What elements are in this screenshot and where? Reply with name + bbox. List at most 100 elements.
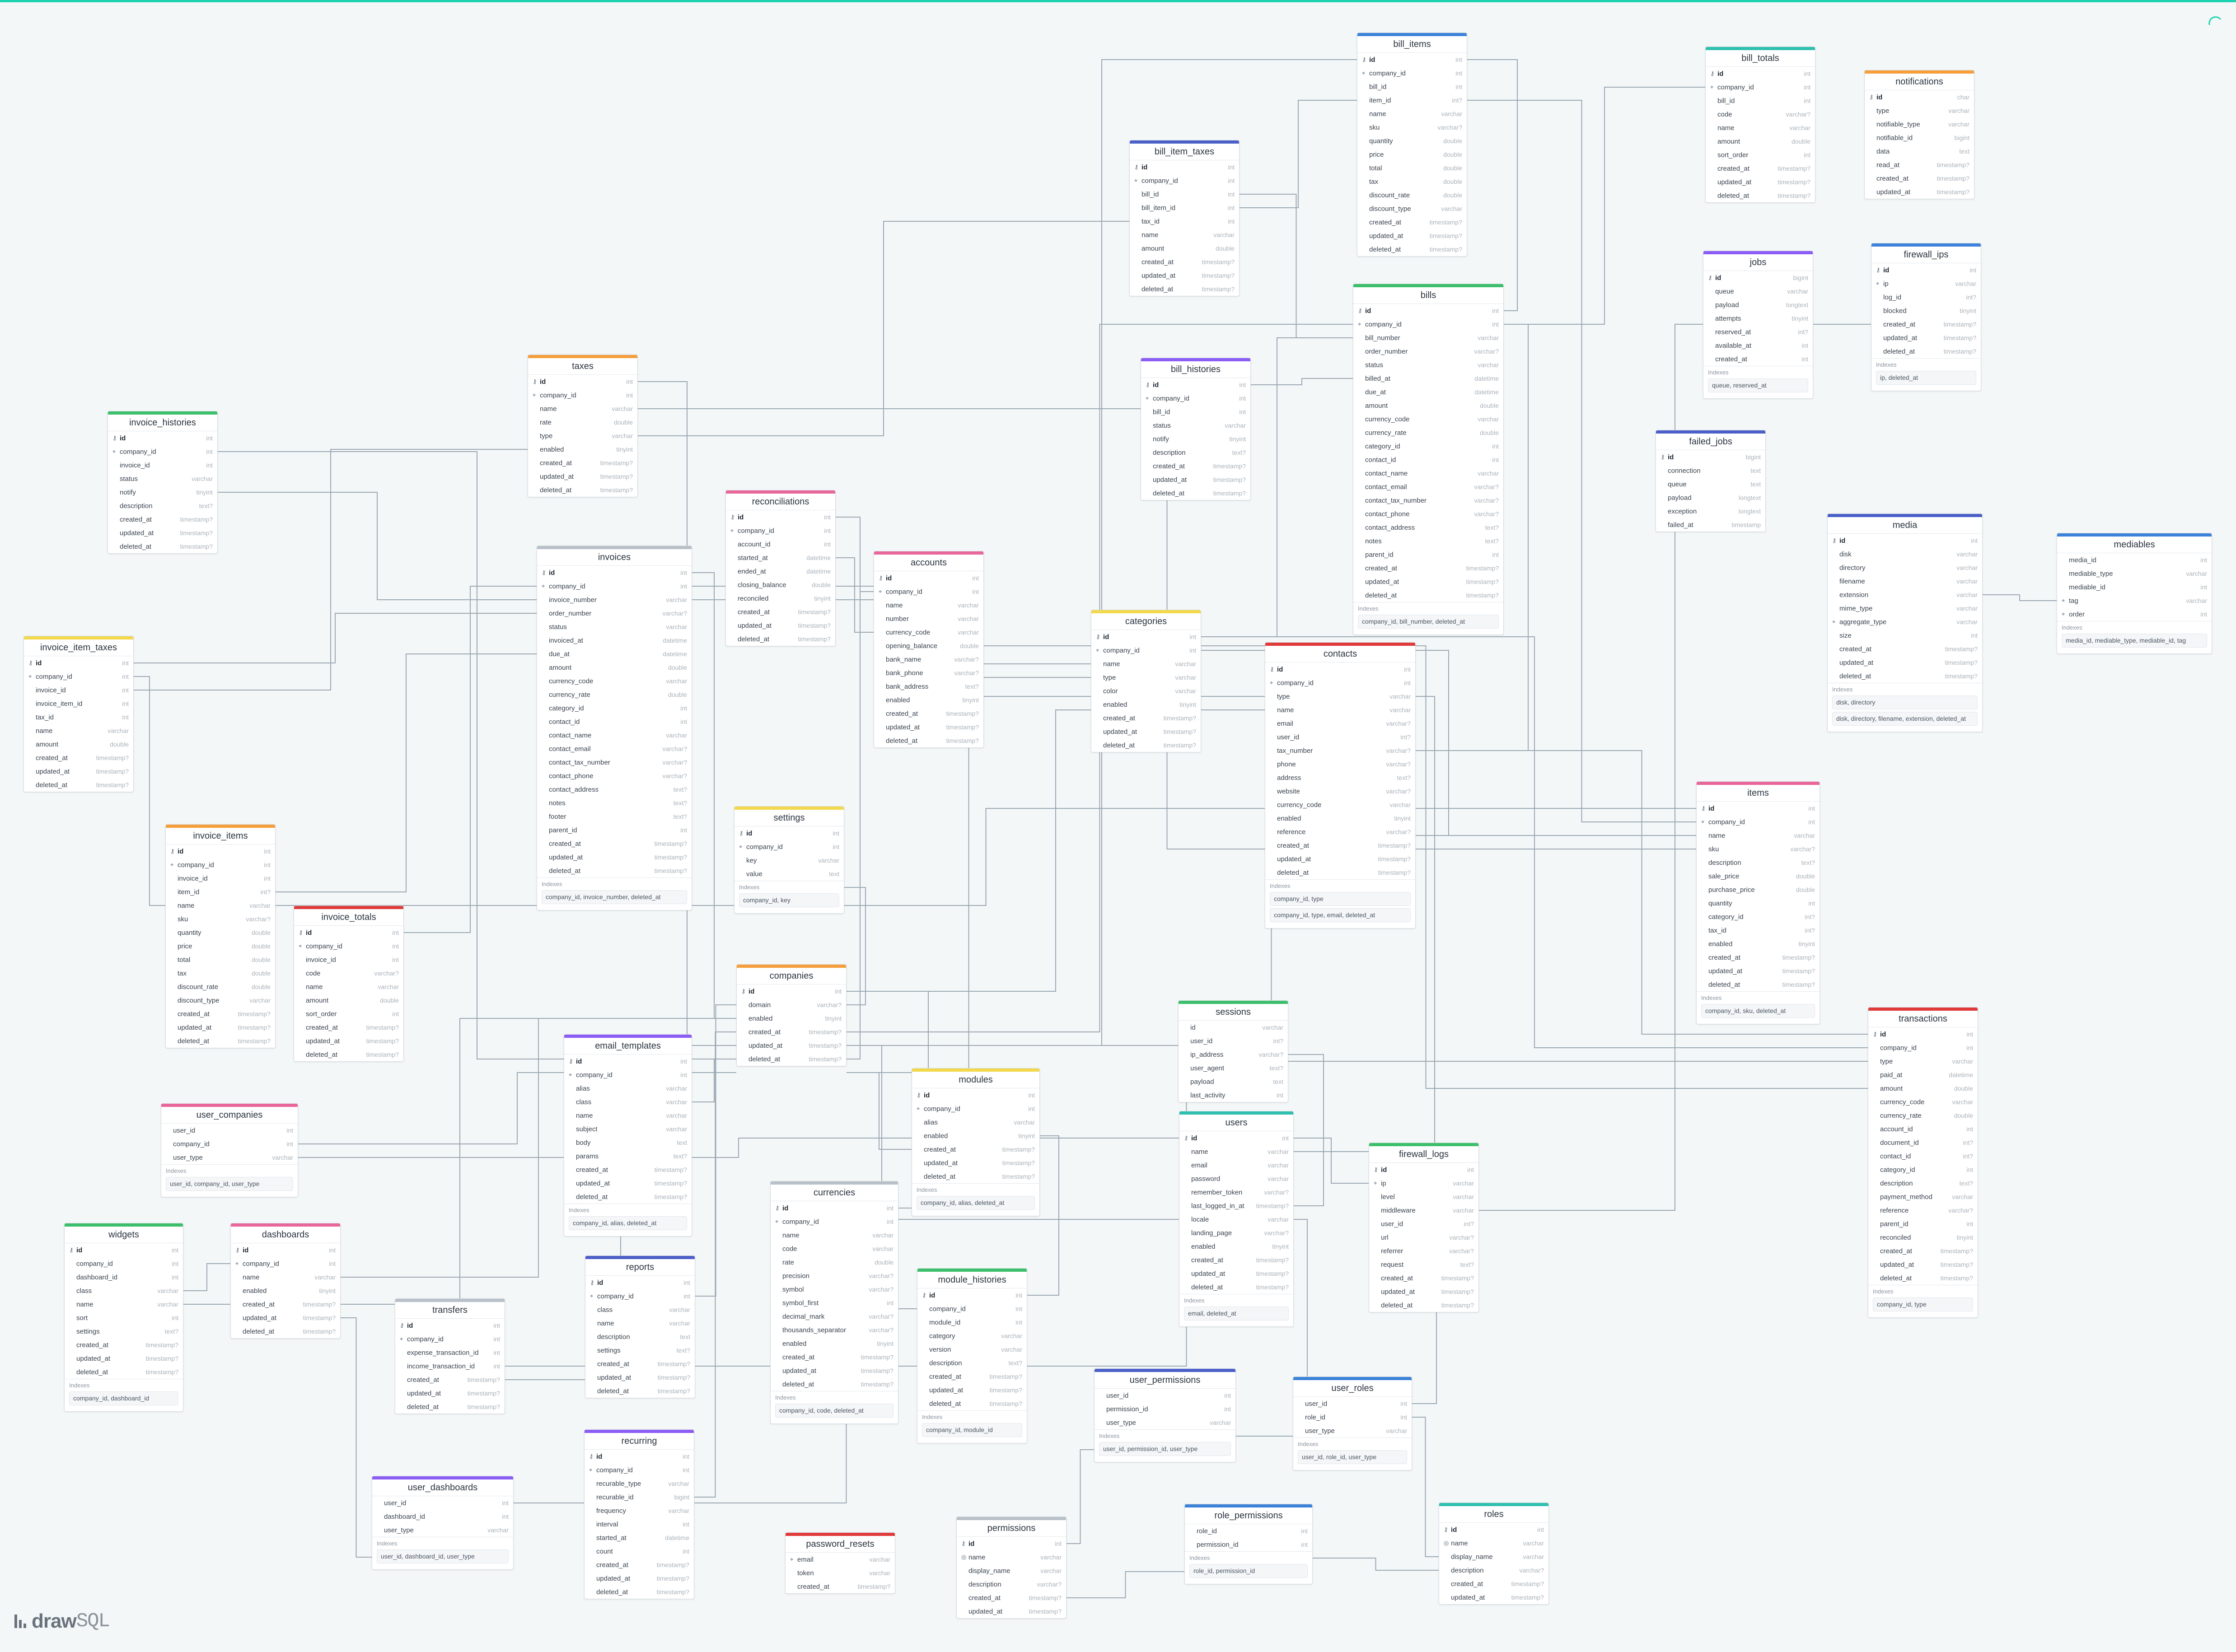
relationship-line[interactable]	[183, 1263, 230, 1291]
table-name[interactable]: categories	[1091, 613, 1201, 630]
table-name[interactable]: email_templates	[564, 1038, 692, 1055]
table-name[interactable]: role_permissions	[1185, 1507, 1312, 1524]
index-entry[interactable]: user_id, company_id, user_type	[166, 1177, 293, 1191]
relationship-line[interactable]	[694, 1031, 736, 1498]
relationship-line[interactable]	[341, 1317, 372, 1558]
table-name[interactable]: contacts	[1265, 646, 1415, 663]
relationship-line[interactable]	[1467, 59, 1518, 311]
table-name[interactable]: firewall_ips	[1871, 247, 1981, 263]
table-name[interactable]: reports	[585, 1259, 695, 1276]
index-entry[interactable]: company_id, code, deleted_at	[775, 1404, 893, 1418]
relationship-line[interactable]	[1294, 1138, 1369, 1184]
index-entry[interactable]: company_id, alias, deleted_at	[569, 1216, 687, 1230]
table-name[interactable]: user_permissions	[1095, 1372, 1235, 1389]
index-entry[interactable]: company_id, dashboard_id	[69, 1391, 178, 1405]
table-name[interactable]: invoice_histories	[108, 415, 217, 431]
index-entry[interactable]: company_id, invoice_number, deleted_at	[542, 890, 687, 904]
index-entry[interactable]: company_id, type, email, deleted_at	[1270, 908, 1411, 922]
